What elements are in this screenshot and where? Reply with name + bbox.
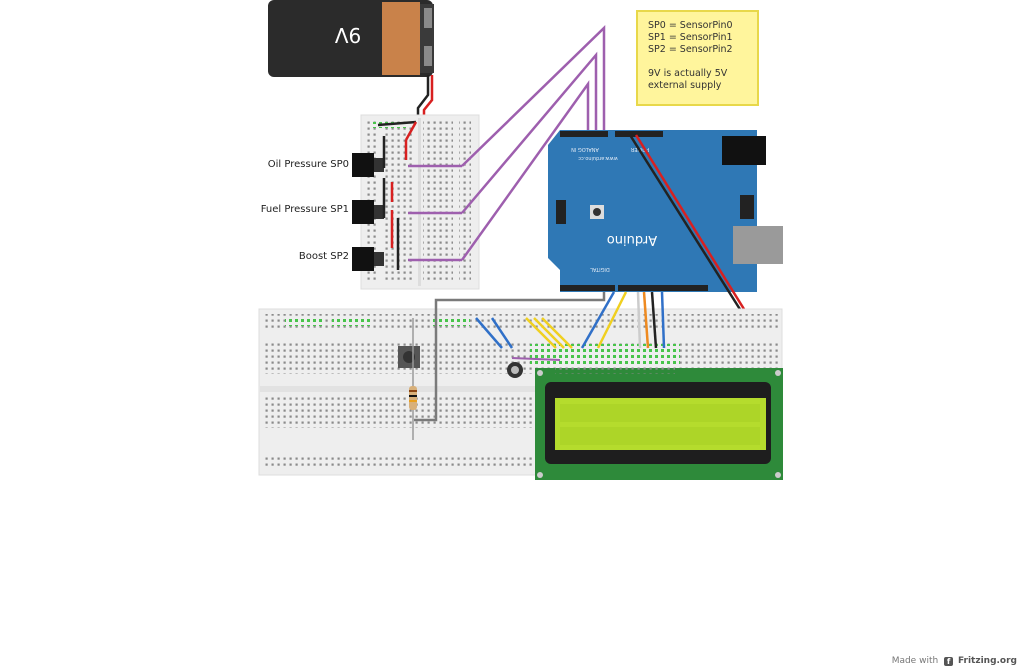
push-button	[398, 346, 420, 368]
sensor-power-wires	[377, 120, 418, 270]
button-signal-wire	[414, 292, 606, 422]
lcd-data-wires	[475, 291, 666, 361]
credit-prefix: Made with	[891, 656, 939, 666]
note-line: SP0 = SensorPin0	[648, 20, 733, 31]
note-line: SP1 = SensorPin1	[648, 32, 733, 43]
arduino-power-red	[634, 134, 754, 323]
arduino-digital-label: DIGITAL	[590, 266, 610, 272]
arduino-logo: Arduino	[607, 232, 657, 247]
sensor-signal-stubs	[408, 164, 462, 262]
credit-brand: Fritzing.org	[957, 656, 1017, 666]
sensor-label-oil: Oil Pressure SP0	[267, 159, 349, 170]
battery-label: 9V	[334, 23, 361, 47]
sensor-boost	[352, 247, 384, 271]
lcd-module	[535, 368, 783, 480]
sticky-note: SP0 = SensorPin0 SP1 = SensorPin1 SP2 = …	[636, 10, 759, 106]
sensor-label-boost: Boost SP2	[298, 251, 349, 262]
sensor-label-fuel: Fuel Pressure SP1	[260, 204, 349, 215]
sensor-oil-pressure	[352, 153, 384, 177]
arduino-power-black	[628, 134, 750, 323]
note-line: external supply	[648, 80, 722, 91]
battery-lead-black	[416, 75, 430, 118]
arduino-url: www.arduino.cc	[578, 155, 618, 161]
note-line: SP2 = SensorPin2	[648, 44, 733, 55]
potentiometer	[507, 362, 523, 378]
note-line	[648, 56, 757, 68]
resistor	[409, 318, 417, 440]
sensor-fuel-pressure	[352, 200, 384, 224]
arduino-board: Arduino www.arduino.cc ANALOG IN POWER D…	[548, 130, 783, 292]
analog-signal-wires	[460, 25, 606, 261]
fritzing-credit[interactable]: Made with f Fritzing.org	[892, 656, 1017, 666]
battery-9v: 9V	[268, 0, 434, 77]
fritzing-icon: f	[944, 657, 954, 666]
arduino-analog-label: ANALOG IN	[571, 146, 599, 152]
note-line: 9V is actually 5V	[648, 68, 728, 79]
